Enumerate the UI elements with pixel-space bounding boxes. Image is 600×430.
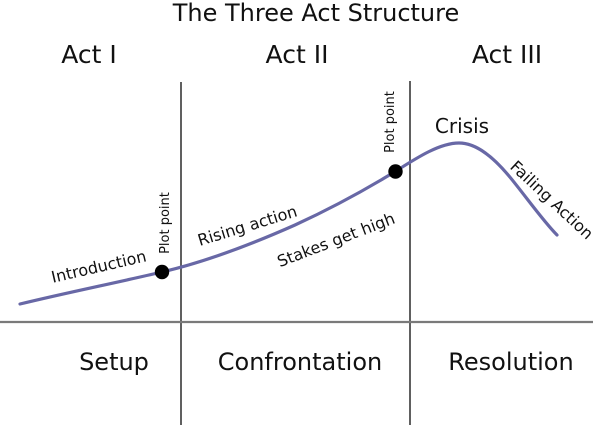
act-1-label: Act I: [61, 40, 117, 69]
act-2-label: Act II: [266, 40, 329, 69]
section-confrontation-label: Confrontation: [218, 348, 382, 376]
plot-point-dot-1: [154, 264, 170, 280]
section-setup-label: Setup: [79, 348, 149, 376]
section-resolution-label: Resolution: [448, 348, 573, 376]
diagram-title: The Three Act Structure: [172, 0, 460, 27]
introduction-label: Introduction: [49, 246, 148, 286]
plot-point-1-label: Plot point: [158, 192, 173, 254]
rising-action-label: Rising action: [195, 202, 299, 250]
plot-point-2-label: Plot point: [383, 91, 398, 153]
story-arc-curve: [18, 141, 559, 306]
plot-point-dot-2: [388, 164, 403, 179]
act-3-label: Act III: [472, 40, 542, 69]
crisis-label: Crisis: [435, 114, 489, 138]
